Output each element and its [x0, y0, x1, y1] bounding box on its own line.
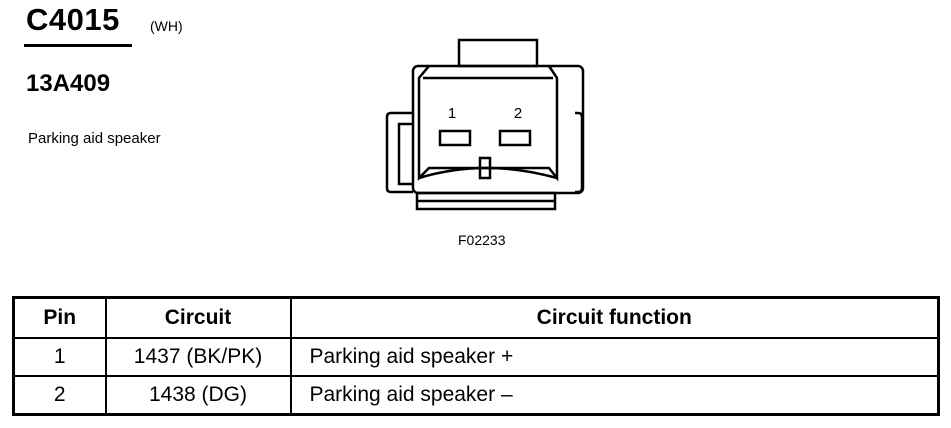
connector-face-diagram: 1 2 [385, 38, 585, 211]
header-circuit: Circuit [104, 296, 292, 339]
table-row: 1 1437 (BK/PK) Parking aid speaker + [12, 337, 940, 377]
pin-label-2: 2 [514, 105, 522, 122]
cell-circuit: 1438 (DG) [104, 375, 292, 416]
cell-circuit-function: Parking aid speaker – [289, 375, 940, 416]
connector-latch [457, 38, 539, 68]
table-header-row: Pin Circuit Circuit function [12, 296, 940, 339]
pin-label-1: 1 [448, 105, 456, 122]
cell-pin: 2 [12, 375, 107, 416]
table-row: 2 1438 (DG) Parking aid speaker – [12, 375, 940, 416]
connector-key [478, 156, 492, 180]
pin-socket-2 [498, 129, 532, 147]
pinout-table: Pin Circuit Circuit function 1 1437 (BK/… [12, 296, 940, 416]
connector-id: C4015 [26, 2, 120, 37]
connector-description: Parking aid speaker [28, 130, 161, 147]
connector-color: (WH) [150, 18, 183, 34]
connector-cavity [417, 65, 559, 182]
connector-right-tab [575, 111, 584, 194]
figure-code: F02233 [458, 232, 506, 248]
part-number: 13A409 [26, 70, 111, 97]
cell-pin: 1 [12, 337, 107, 377]
connector-id-underline [24, 44, 132, 47]
header-circuit-function: Circuit function [289, 296, 940, 339]
connector-left-tab [385, 111, 413, 194]
pin-socket-1 [438, 129, 472, 147]
cell-circuit: 1437 (BK/PK) [104, 337, 292, 377]
header-pin: Pin [12, 296, 107, 339]
cell-circuit-function: Parking aid speaker + [289, 337, 940, 377]
